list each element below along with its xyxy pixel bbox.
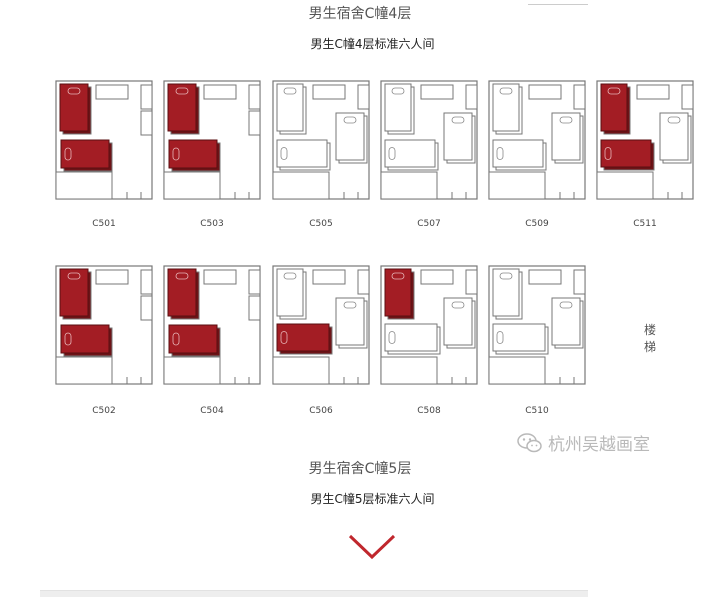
bed: [492, 139, 547, 171]
bed: [167, 268, 200, 320]
bed: [335, 112, 368, 164]
bed: [384, 323, 441, 355]
bed: [600, 139, 655, 171]
top-divider-fragment: [528, 0, 588, 5]
bed: [276, 323, 333, 355]
bed: [59, 268, 92, 320]
room-label: C509: [525, 219, 549, 229]
room-c511[interactable]: [596, 80, 694, 202]
room-label: C511: [633, 219, 657, 229]
chevron-down-icon[interactable]: [348, 534, 396, 560]
bed: [276, 139, 331, 171]
bed: [600, 83, 631, 135]
bed: [60, 324, 113, 357]
bed: [551, 297, 584, 349]
room-plan: [272, 80, 370, 200]
watermark-text: 杭州吴越画室: [548, 435, 650, 455]
bed: [276, 268, 307, 320]
bed: [384, 139, 439, 171]
bed: [276, 83, 307, 135]
room-c503[interactable]: [163, 80, 261, 202]
room-label: C504: [200, 406, 224, 416]
room-c509[interactable]: [488, 80, 586, 202]
room-plan: [380, 265, 478, 385]
bed: [443, 297, 476, 349]
floor5-subtitle: 男生C幢5层标准六人间: [310, 492, 435, 506]
room-c504[interactable]: [163, 265, 261, 387]
room-label: C508: [417, 406, 441, 416]
room-label: C506: [309, 406, 333, 416]
room-plan: [55, 265, 153, 385]
watermark: 杭州吴越画室: [516, 430, 650, 455]
bed: [384, 83, 415, 135]
room-label: C507: [417, 219, 441, 229]
bed: [492, 323, 549, 355]
bed: [60, 139, 113, 172]
room-c501[interactable]: [55, 80, 153, 202]
floor4-subtitle: 男生C幢4层标准六人间: [310, 37, 435, 51]
room-plan: [272, 265, 370, 385]
room-plan: [380, 80, 478, 200]
room-label: C503: [200, 219, 224, 229]
room-label: C501: [92, 219, 116, 229]
room-c505[interactable]: [272, 80, 370, 202]
room-plan: [596, 80, 694, 200]
room-c502[interactable]: [55, 265, 153, 387]
room-plan: [163, 80, 261, 200]
bed: [59, 83, 92, 135]
room-plan: [488, 265, 586, 385]
wechat-icon: [517, 432, 542, 452]
room-c510[interactable]: [488, 265, 586, 387]
room-plan: [488, 80, 586, 200]
bottom-bar: [40, 590, 588, 597]
room-plan: [55, 80, 153, 200]
bed: [168, 139, 221, 172]
bed: [167, 83, 200, 135]
room-label: C502: [92, 406, 116, 416]
bed: [443, 112, 476, 164]
bed: [335, 297, 368, 349]
room-c507[interactable]: [380, 80, 478, 202]
bed: [659, 112, 692, 164]
stair-label: 楼 梯: [643, 323, 656, 354]
room-plan: [163, 265, 261, 385]
room-label: C505: [309, 219, 333, 229]
bed: [492, 268, 523, 320]
floor5-title: 男生宿舍C幢5层: [308, 461, 412, 477]
bed: [551, 112, 584, 164]
bed: [168, 324, 221, 357]
bed: [384, 268, 415, 320]
room-c508[interactable]: [380, 265, 478, 387]
room-label: C510: [525, 406, 549, 416]
floor4-title: 男生宿舍C幢4层: [308, 6, 412, 22]
bed: [492, 83, 523, 135]
room-c506[interactable]: [272, 265, 370, 387]
